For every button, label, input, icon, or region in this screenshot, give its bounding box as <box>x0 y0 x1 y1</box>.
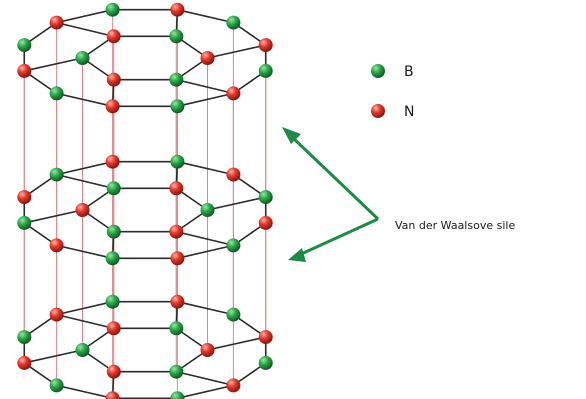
nitrogen-atom <box>226 167 241 182</box>
nitrogen-atom <box>49 238 64 253</box>
nitrogen-atom <box>169 224 184 239</box>
nitrogen-atom <box>258 215 273 230</box>
boron-atom <box>17 330 32 345</box>
boron-atom <box>258 355 273 370</box>
bond <box>177 384 234 399</box>
bond <box>56 313 114 330</box>
nitrogen-atom <box>258 330 273 345</box>
nitrogen-atom <box>75 203 90 217</box>
boron-atom <box>226 307 241 322</box>
bond <box>176 230 234 247</box>
nitrogen-atom <box>200 51 215 65</box>
nitrogen-atom <box>170 294 185 309</box>
bond <box>177 160 234 176</box>
bond <box>176 78 234 95</box>
boron-atom <box>200 203 215 217</box>
nitrogen-atom <box>258 38 273 53</box>
boron-atom <box>49 378 64 393</box>
bond <box>177 244 234 260</box>
bond <box>207 196 266 211</box>
bond <box>176 370 234 387</box>
bond <box>56 173 114 190</box>
legend-nitrogen-label: N <box>404 104 414 120</box>
nitrogen-atom <box>170 251 185 266</box>
nitrogen-atom <box>17 355 32 370</box>
nitrogen-atom <box>106 364 121 379</box>
boron-atom <box>170 391 185 399</box>
nitrogen-atom <box>106 321 121 336</box>
bond <box>56 384 113 399</box>
boron-atom <box>170 154 185 169</box>
interlayer-bonds <box>23 9 267 399</box>
boron-atom <box>169 364 184 379</box>
boron-atom <box>106 181 121 196</box>
bond <box>56 300 113 316</box>
nitrogen-atom <box>200 343 215 357</box>
boron-atom <box>169 72 184 87</box>
boron-atom <box>17 38 32 53</box>
boron-atom <box>258 63 273 78</box>
bond <box>177 8 234 24</box>
boron-atom <box>169 321 184 336</box>
boron-atom <box>75 343 90 357</box>
legend-boron-label: B <box>404 64 414 80</box>
bond <box>177 92 234 108</box>
nitrogen-atom <box>106 29 121 44</box>
boron-atom <box>75 51 90 65</box>
nitrogen-atom <box>105 154 120 169</box>
boron-atom <box>258 190 273 205</box>
nitrogen-atom <box>105 99 120 114</box>
bond <box>207 336 266 351</box>
bond <box>56 160 113 176</box>
nitrogen-atom <box>105 391 120 399</box>
bond <box>56 8 113 24</box>
upper-arrow-shaft <box>290 135 380 221</box>
boron-atom <box>226 15 241 30</box>
legend-boron-atom <box>371 64 385 78</box>
boron-atom <box>169 29 184 44</box>
bond <box>56 92 113 108</box>
boron-atom <box>105 2 120 17</box>
nitrogen-atom <box>106 72 121 87</box>
intralayer-bonds <box>23 8 267 399</box>
nitrogen-atom <box>17 190 32 205</box>
atoms <box>17 2 273 399</box>
bond <box>56 21 114 38</box>
nitrogen-atom <box>226 86 241 101</box>
van-der-waals-label: Van der Waalsove sile <box>395 219 515 232</box>
bond <box>177 300 234 316</box>
van-der-waals-arrows <box>282 127 380 262</box>
nitrogen-atom <box>169 181 184 196</box>
legend-nitrogen-atom <box>371 104 385 118</box>
legend: B N <box>371 64 414 120</box>
nitrogen-atom <box>170 2 185 17</box>
boron-atom <box>105 294 120 309</box>
lower-arrow-shaft <box>298 217 379 257</box>
nitrogen-atom <box>226 378 241 393</box>
nitrogen-atom <box>49 15 64 30</box>
boron-atom <box>17 215 32 230</box>
bond <box>24 57 83 72</box>
boron-atom <box>106 224 121 239</box>
boron-atom <box>49 167 64 182</box>
upper-arrow-head <box>282 127 301 144</box>
boron-atom <box>105 251 120 266</box>
bond <box>207 44 266 59</box>
boron-atom <box>49 86 64 101</box>
nitrogen-atom <box>17 63 32 78</box>
lower-arrow-head <box>288 248 306 262</box>
nitrogen-atom <box>49 307 64 322</box>
boron-atom <box>226 238 241 253</box>
bond <box>24 209 83 224</box>
bond <box>24 349 83 364</box>
boron-atom <box>170 99 185 114</box>
bond <box>56 244 113 260</box>
